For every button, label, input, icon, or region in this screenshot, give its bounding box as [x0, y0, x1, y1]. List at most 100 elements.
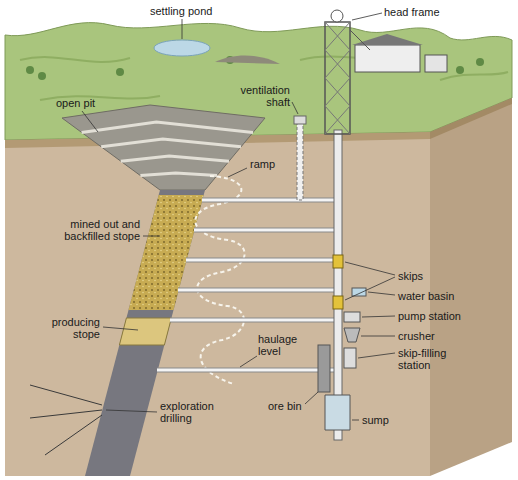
haulage-level: [157, 369, 336, 372]
level-edge: [178, 288, 336, 293]
level: [170, 319, 336, 322]
ore-bin: [318, 345, 330, 392]
leader-line: [361, 336, 395, 337]
tailings-pile: [215, 55, 280, 64]
pit-benches: [82, 122, 253, 176]
label-box: settling pond: [150, 5, 212, 17]
leader-line: [368, 292, 395, 295]
head-frame: [325, 22, 350, 134]
building: [425, 55, 447, 72]
drill-holes: [30, 385, 102, 455]
leader-line: [352, 13, 382, 20]
part-label: water basin: [398, 290, 454, 302]
bench: [140, 173, 217, 176]
skip: [333, 296, 343, 309]
part-label: skip-filling station: [398, 347, 446, 371]
backfilled-stope: [129, 195, 204, 310]
part-label: ramp: [250, 158, 275, 170]
crusher: [344, 328, 360, 342]
label-box: water basin: [398, 290, 454, 302]
pump-station: [344, 312, 360, 322]
level: [194, 229, 336, 232]
leader-line: [106, 410, 157, 412]
part-label: head frame: [384, 6, 440, 18]
level-edge: [170, 318, 336, 323]
part-label: skips: [398, 270, 423, 282]
label-box: pump station: [398, 310, 461, 322]
leader-line: [358, 353, 395, 358]
bench: [101, 139, 241, 147]
tree: [38, 72, 46, 80]
label-box: haulage level: [258, 333, 302, 357]
part-label: open pit: [56, 97, 95, 109]
label-box: sump: [362, 414, 389, 426]
part-label: crusher: [398, 330, 435, 342]
producing-stope: [119, 318, 171, 345]
sump: [325, 395, 350, 430]
leader-line: [352, 420, 359, 421]
main-shaft: [334, 130, 342, 440]
drill-hole: [45, 415, 102, 455]
bench: [82, 122, 253, 132]
label-box: ore bin: [268, 400, 302, 412]
side-face: [430, 98, 512, 476]
soil-layer: [430, 98, 512, 139]
part-label: settling pond: [150, 5, 212, 17]
label-box: skips: [398, 270, 423, 282]
sheave-wheel: [331, 10, 343, 22]
part-label: producing stope: [52, 316, 100, 340]
drill-hole: [30, 410, 102, 418]
leader-line: [305, 392, 318, 404]
part-label: sump: [362, 414, 389, 426]
level: [202, 199, 336, 202]
hoist-cable: [350, 30, 370, 50]
leader-line: [143, 236, 160, 237]
part-label: ventilation shaft: [240, 84, 290, 108]
open-pit: [62, 105, 265, 190]
head-frame-bracing: [325, 22, 350, 134]
label-box: producing stope: [30, 316, 100, 340]
label-box: crusher: [398, 330, 435, 342]
level: [178, 289, 336, 292]
leader-line: [292, 102, 298, 114]
part-label: exploration drilling: [160, 400, 214, 424]
ramp-path: [195, 176, 244, 384]
label-box: head frame: [384, 6, 440, 18]
level-edge: [157, 368, 336, 373]
pond: [154, 40, 210, 56]
hoist-house: [355, 45, 420, 72]
tree: [116, 68, 124, 76]
level-edge: [186, 258, 336, 263]
label-box: open pit: [56, 97, 95, 109]
level: [186, 259, 336, 262]
bench: [121, 156, 229, 161]
vent-housing: [294, 116, 306, 124]
leader-line: [345, 277, 395, 300]
label-box: ventilation shaft: [230, 84, 290, 108]
tree: [26, 66, 34, 74]
leader-line: [240, 356, 257, 367]
label-box: mined out and backfilled stope: [58, 218, 140, 242]
drill-hole: [30, 385, 102, 405]
part-label: pump station: [398, 310, 461, 322]
leader-line: [362, 316, 395, 317]
mine-levels: [157, 200, 336, 370]
skip: [333, 255, 343, 268]
front-face: [5, 132, 430, 476]
part-label: ore bin: [268, 400, 302, 412]
ventilation-shaft: [297, 122, 303, 200]
leader-line: [103, 327, 138, 330]
tree: [476, 58, 484, 66]
leader-line: [228, 168, 247, 177]
tree: [456, 66, 464, 74]
water-basin: [352, 288, 366, 296]
leader-lines: [82, 13, 395, 420]
part-label: mined out and backfilled stope: [64, 218, 140, 242]
level-edge: [202, 198, 336, 203]
skip-filling-station: [344, 348, 356, 368]
label-box: ramp: [250, 158, 275, 170]
part-label: haulage level: [258, 333, 297, 357]
label-box: skip-filling station: [398, 347, 468, 371]
